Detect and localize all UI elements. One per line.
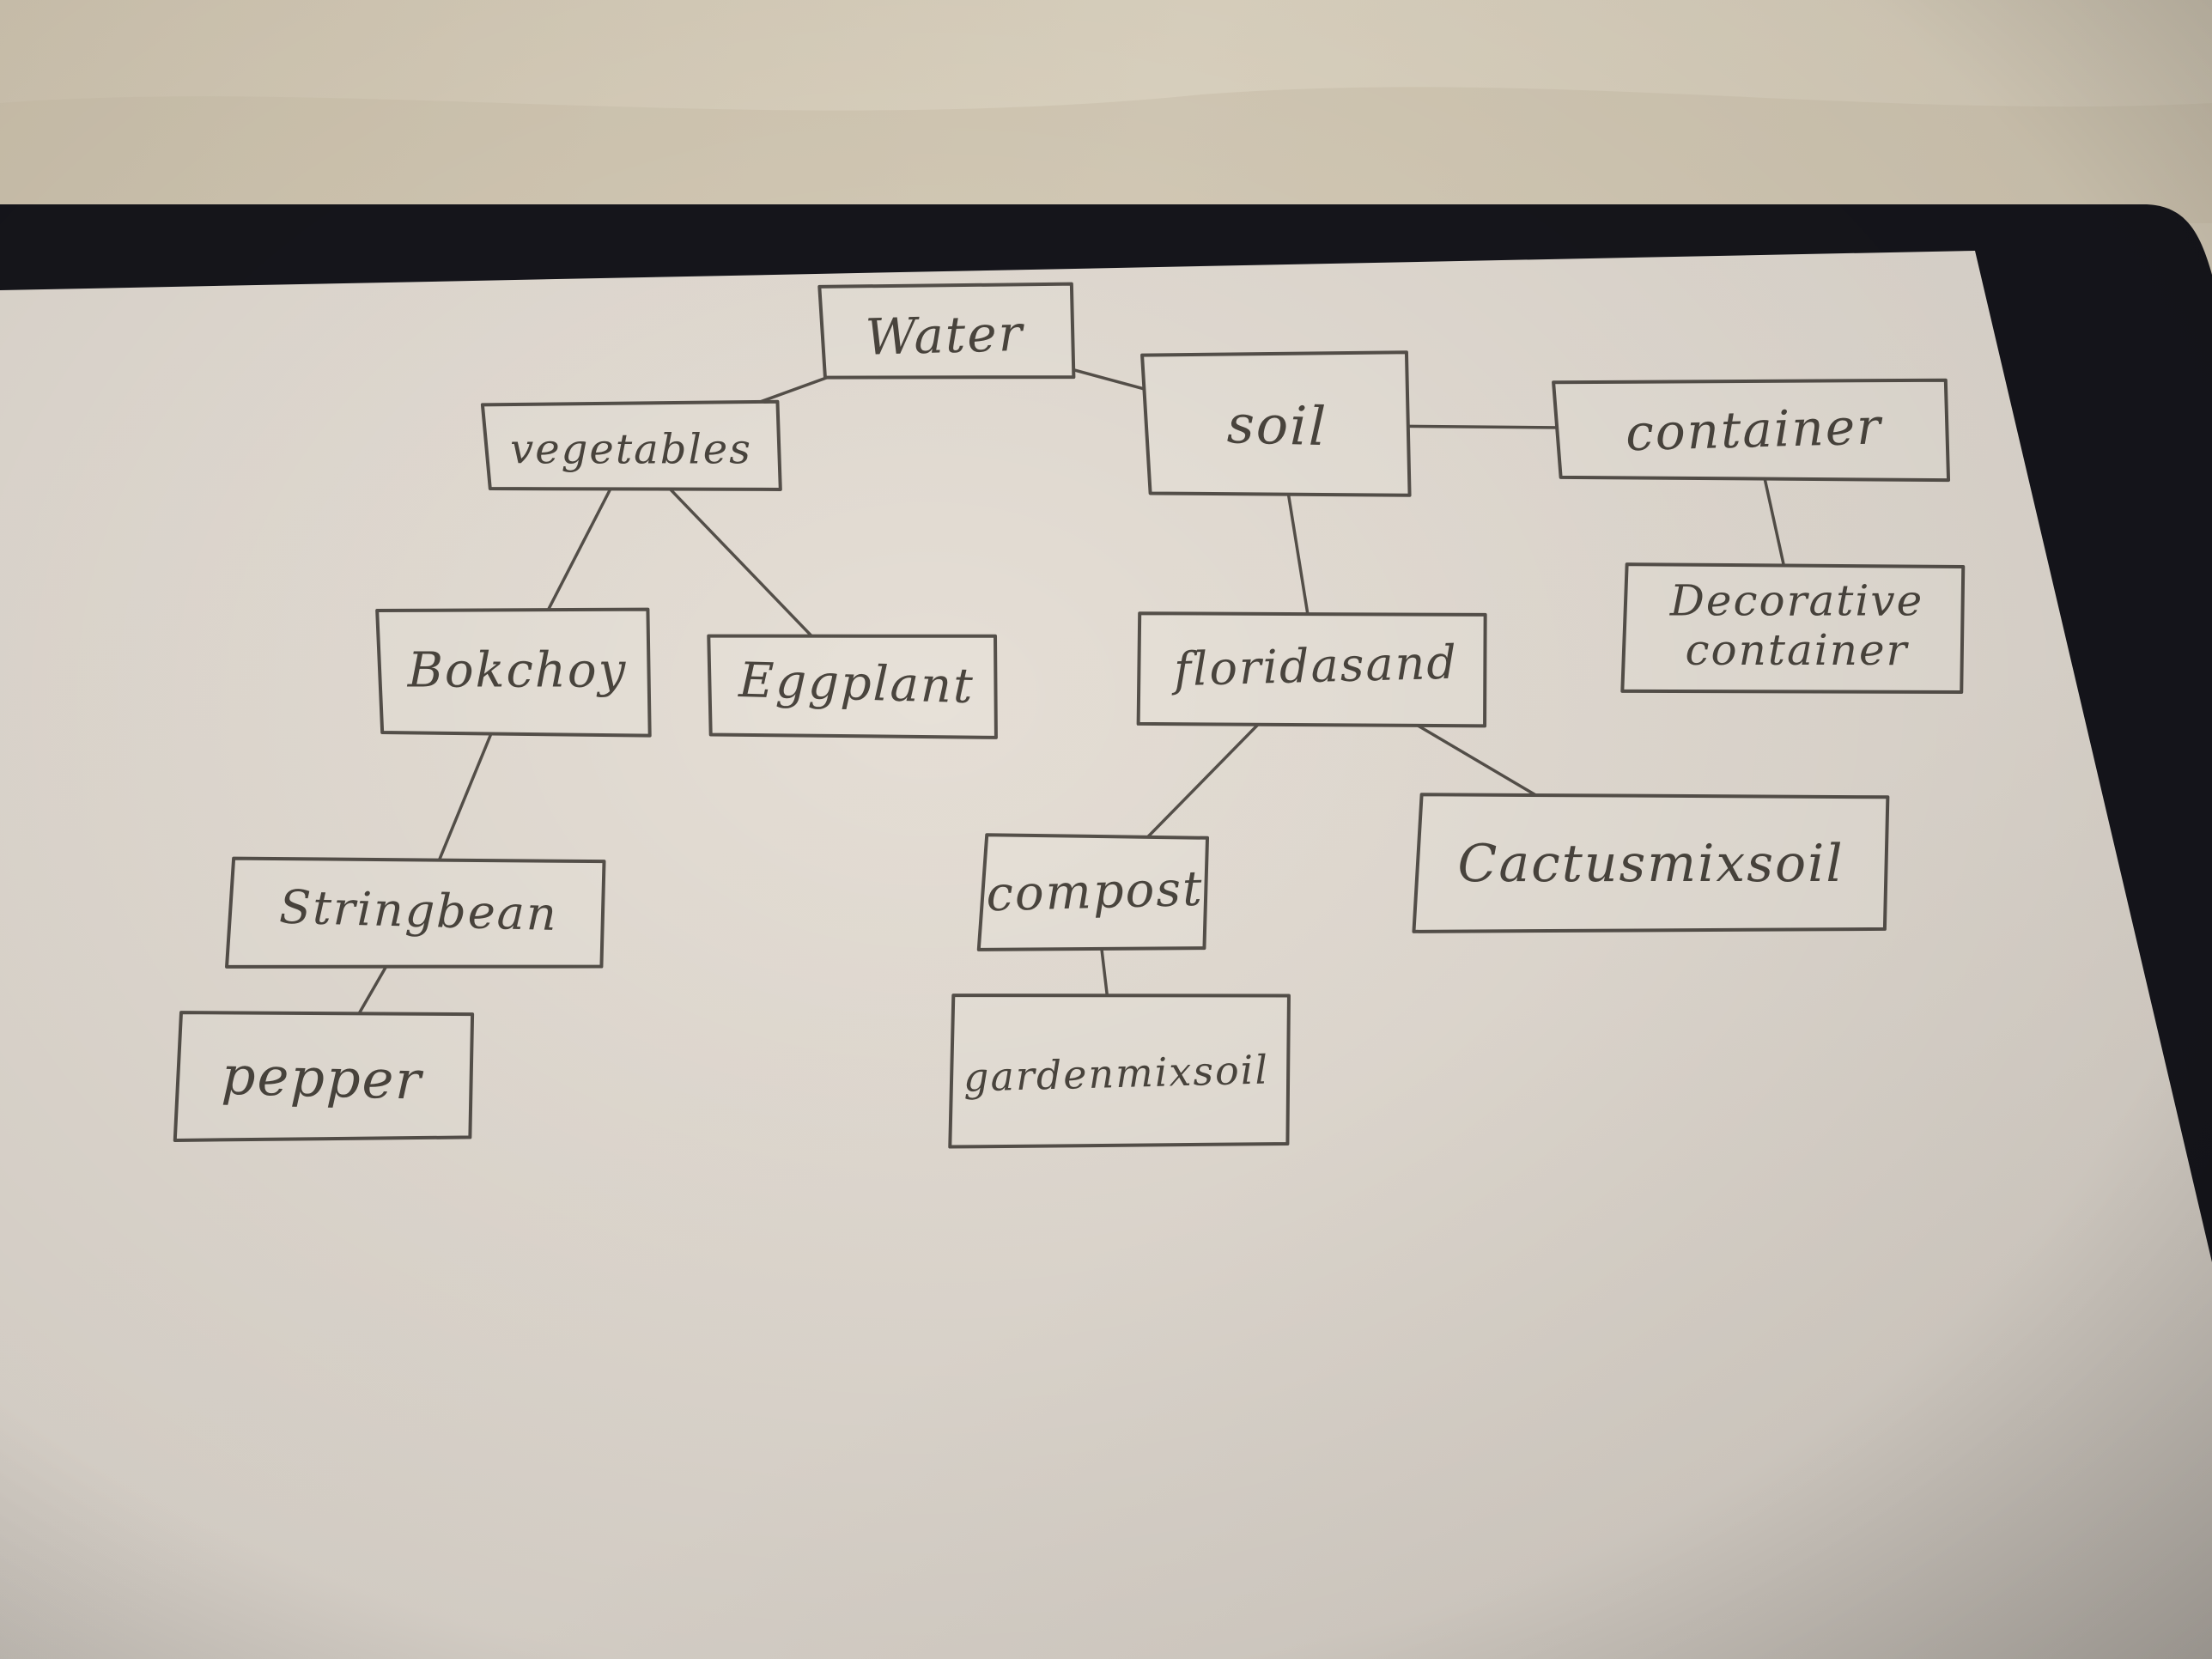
- node-label-vegetables: vegetables: [510, 425, 752, 473]
- node-bokchoy: Bokchoy: [375, 607, 652, 738]
- node-label-cactus: Cactusmixsoil: [1457, 834, 1844, 894]
- node-label-bokchoy: Bokchoy: [407, 643, 628, 699]
- node-water: Water: [817, 282, 1076, 380]
- node-label-pepper: pepper: [221, 1044, 424, 1112]
- node-label-soil: soil: [1226, 392, 1328, 458]
- node-floridasand: floridasand: [1136, 611, 1487, 728]
- node-label-garden: gardenmixsoil: [963, 1046, 1269, 1100]
- node-label-stringbean: Stringbean: [278, 880, 558, 941]
- node-pepper: pepper: [173, 1011, 475, 1142]
- node-label-eggplant: Eggplant: [738, 653, 975, 714]
- node-container: container: [1552, 378, 1951, 483]
- node-label-floridasand: floridasand: [1170, 635, 1458, 697]
- fabric-fold: [0, 87, 2212, 223]
- node-label-container: container: [1625, 397, 1884, 462]
- node-garden: gardenmixsoil: [948, 994, 1291, 1149]
- node-stringbean: Stringbean: [225, 856, 606, 969]
- node-soil: soil: [1140, 350, 1412, 497]
- node-cactus: Cactusmixsoil: [1412, 793, 1890, 933]
- node-compost: compost: [976, 833, 1210, 951]
- node-eggplant: Eggplant: [707, 634, 998, 739]
- node-label-water: Water: [865, 304, 1026, 367]
- node-label-compost: compost: [986, 861, 1205, 923]
- node-vegetables: vegetables: [480, 399, 782, 491]
